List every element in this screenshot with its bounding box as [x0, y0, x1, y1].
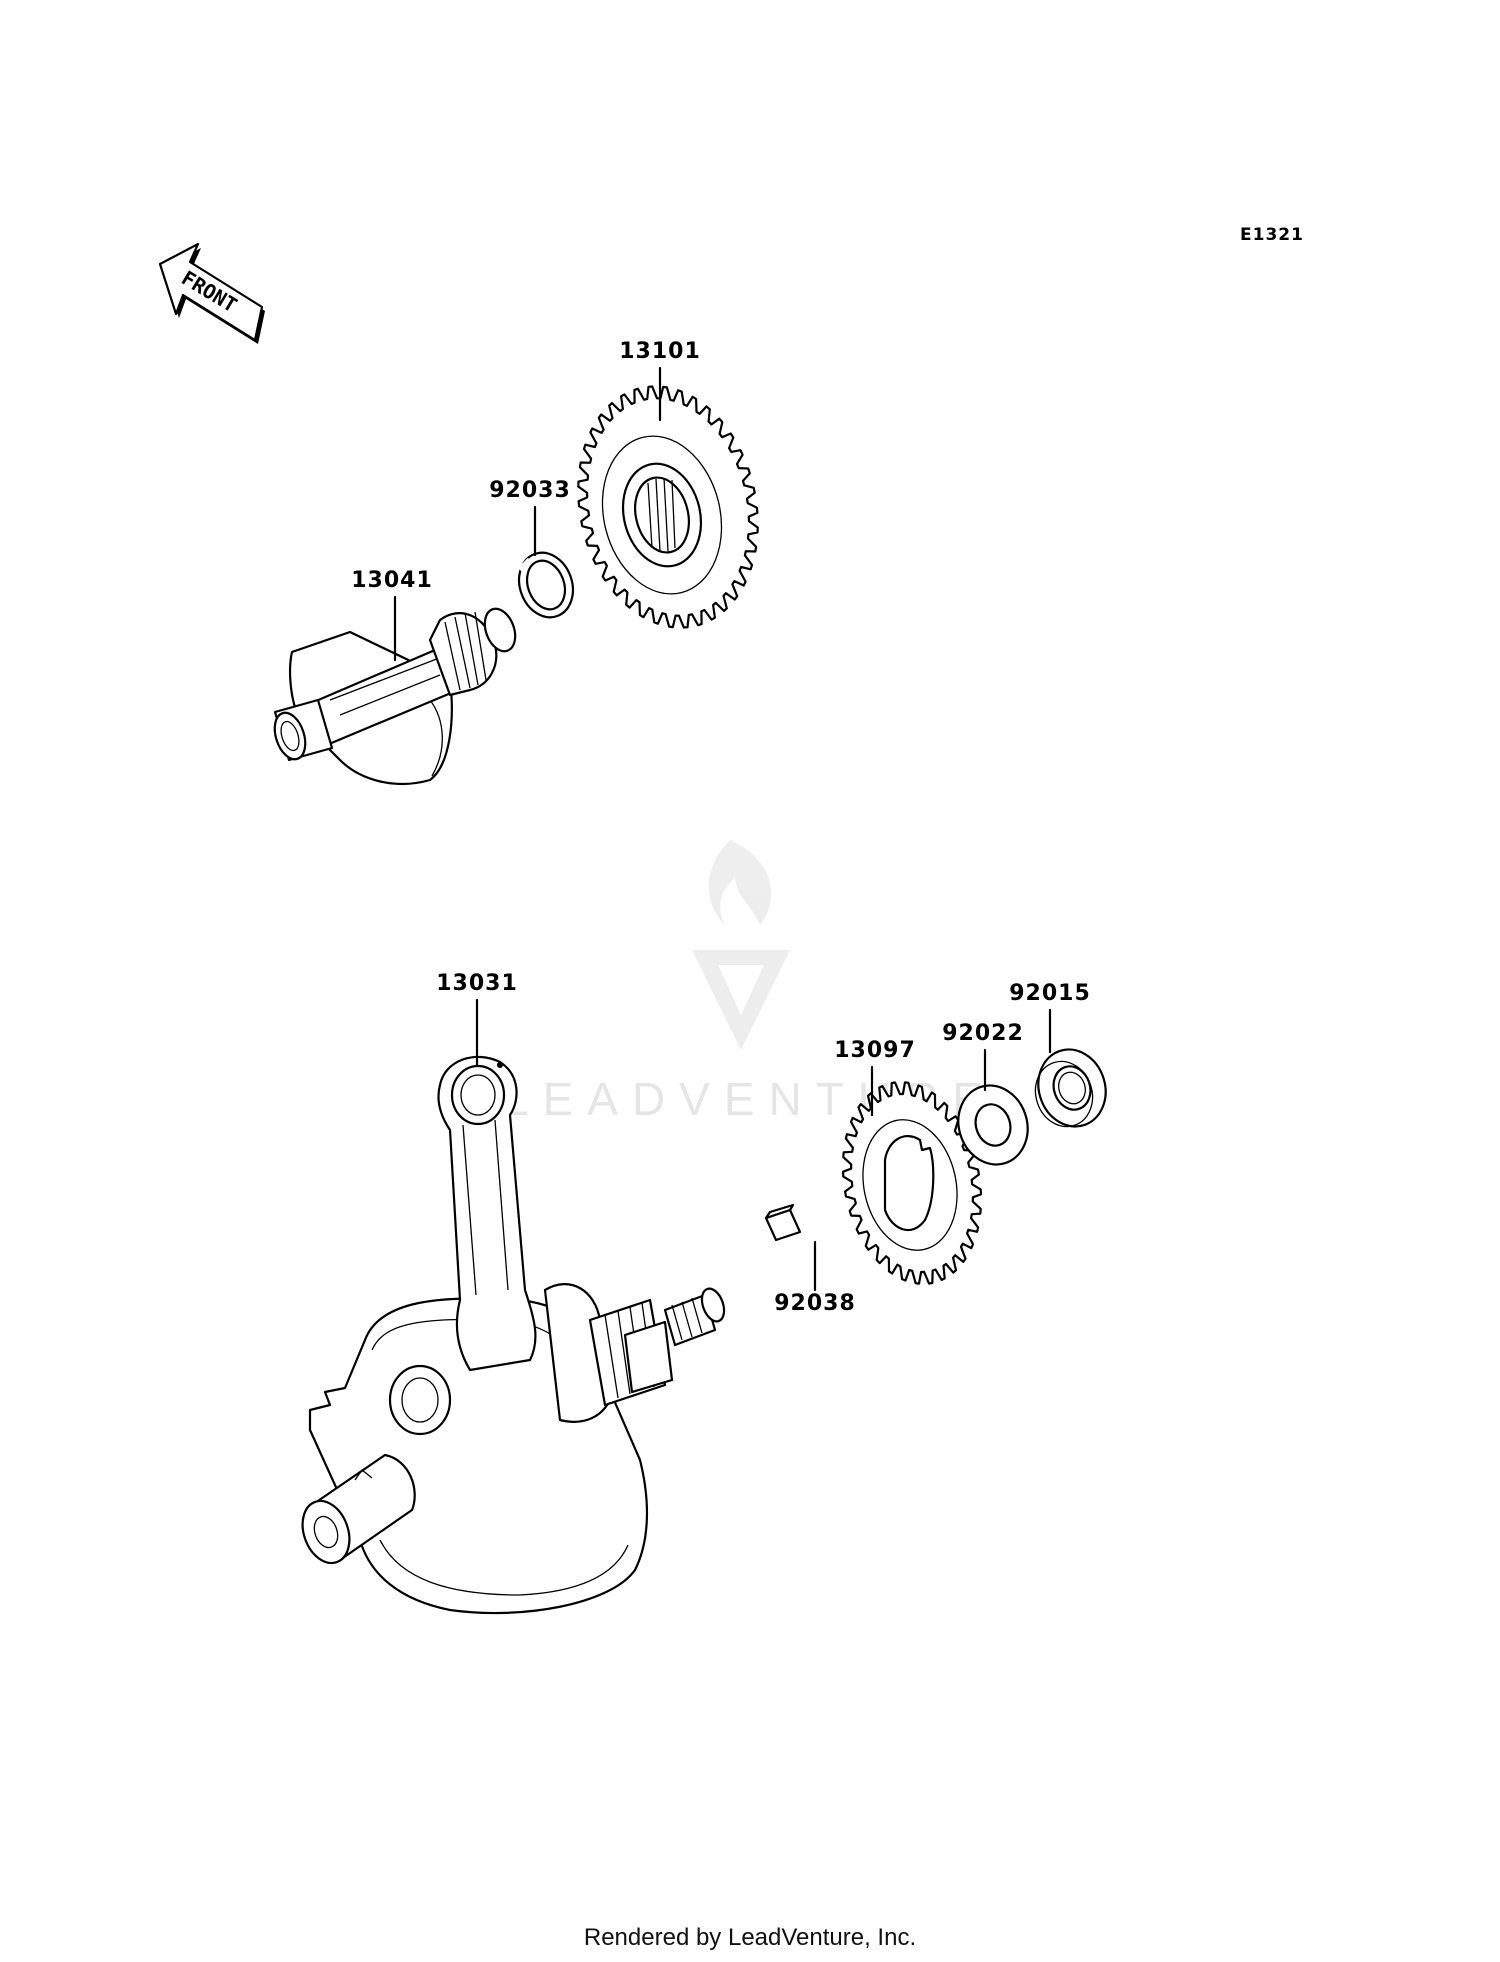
callout-92022: 92022: [942, 1021, 1024, 1046]
crankshaft-13031: [301, 1055, 726, 1615]
washer-92022: [957, 1084, 1029, 1166]
callout-13031: 13031: [436, 971, 518, 996]
balancer-gear-13101: [577, 385, 759, 629]
front-arrow-icon: FRONT: [158, 242, 265, 344]
callout-13101: 13101: [619, 339, 701, 364]
key-92038: [764, 1203, 802, 1242]
footer-credit: Rendered by LeadVenture, Inc.: [584, 1924, 916, 1951]
watermark: LEADVENTURE: [503, 840, 983, 1125]
diagram-code: E1321: [1240, 225, 1304, 245]
circlip-92033: [517, 551, 575, 619]
callout-13041: 13041: [351, 568, 433, 593]
nut-92015: [1034, 1048, 1107, 1128]
callout-92038: 92038: [774, 1291, 856, 1316]
callouts: 13101 92033 13041 13031 13097 92022 9201…: [351, 339, 1091, 1316]
callout-92015: 92015: [1009, 981, 1091, 1006]
callout-92033: 92033: [489, 478, 571, 503]
balancer-shaft-13041: [273, 607, 517, 786]
callout-13097: 13097: [834, 1038, 916, 1063]
crank-gear-13097: [841, 1081, 983, 1285]
